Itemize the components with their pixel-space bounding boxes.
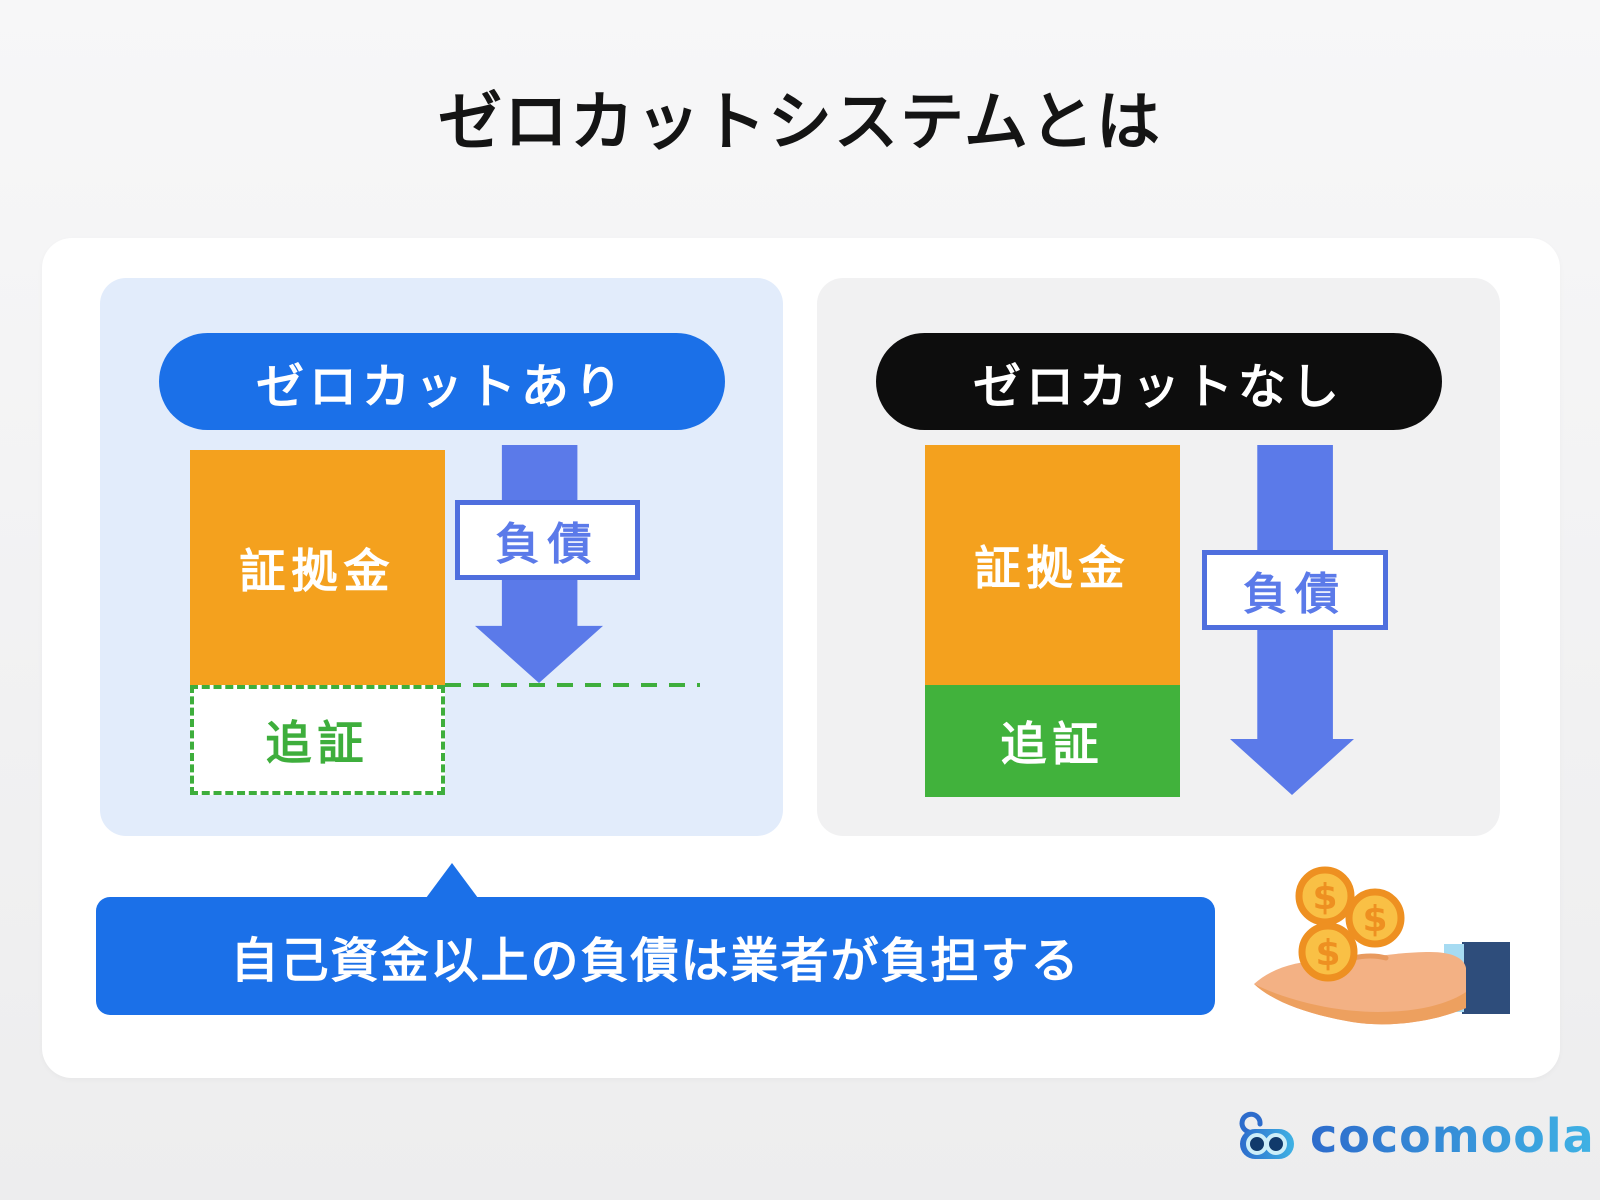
up-triangle-pointer-icon: [426, 863, 478, 898]
cocomoola-robot-icon: [1239, 1111, 1294, 1159]
margin-call-box-dashed: 追証: [190, 685, 445, 795]
hand-coins-icon: $ $ $: [1238, 848, 1510, 1043]
content-card: ゼロカットあり 証拠金 負債 追証 ゼロカットなし 証拠金 追証 負債 自己資金…: [42, 238, 1560, 1078]
margin-call-box-solid: 追証: [925, 685, 1180, 797]
zero-cut-dashed-line: [445, 683, 700, 687]
badge-without-zero-cut: ゼロカットなし: [875, 333, 1442, 430]
coin-dollar-symbol: $: [1315, 933, 1340, 974]
conclusion-banner: 自己資金以上の負債は業者が負担する: [96, 897, 1215, 1015]
brand-logo-text: cocomoola: [1310, 1109, 1595, 1163]
coin-dollar-symbol: $: [1362, 899, 1387, 940]
debt-label: 負債: [455, 500, 640, 580]
badge-with-zero-cut: ゼロカットあり: [158, 333, 725, 430]
hand-coins-svg: $ $ $: [1254, 866, 1510, 1025]
debt-label: 負債: [1202, 550, 1388, 630]
panel-with-zero-cut: ゼロカットあり 証拠金 負債 追証: [100, 278, 783, 836]
margin-box: 証拠金: [190, 450, 445, 685]
margin-box: 証拠金: [925, 445, 1180, 685]
coin-dollar-symbol: $: [1312, 877, 1337, 918]
brand-logo: cocomoola: [1238, 1108, 1595, 1164]
panel-without-zero-cut: ゼロカットなし 証拠金 追証 負債: [817, 278, 1500, 836]
page-title: ゼロカットシステムとは: [437, 86, 1163, 160]
